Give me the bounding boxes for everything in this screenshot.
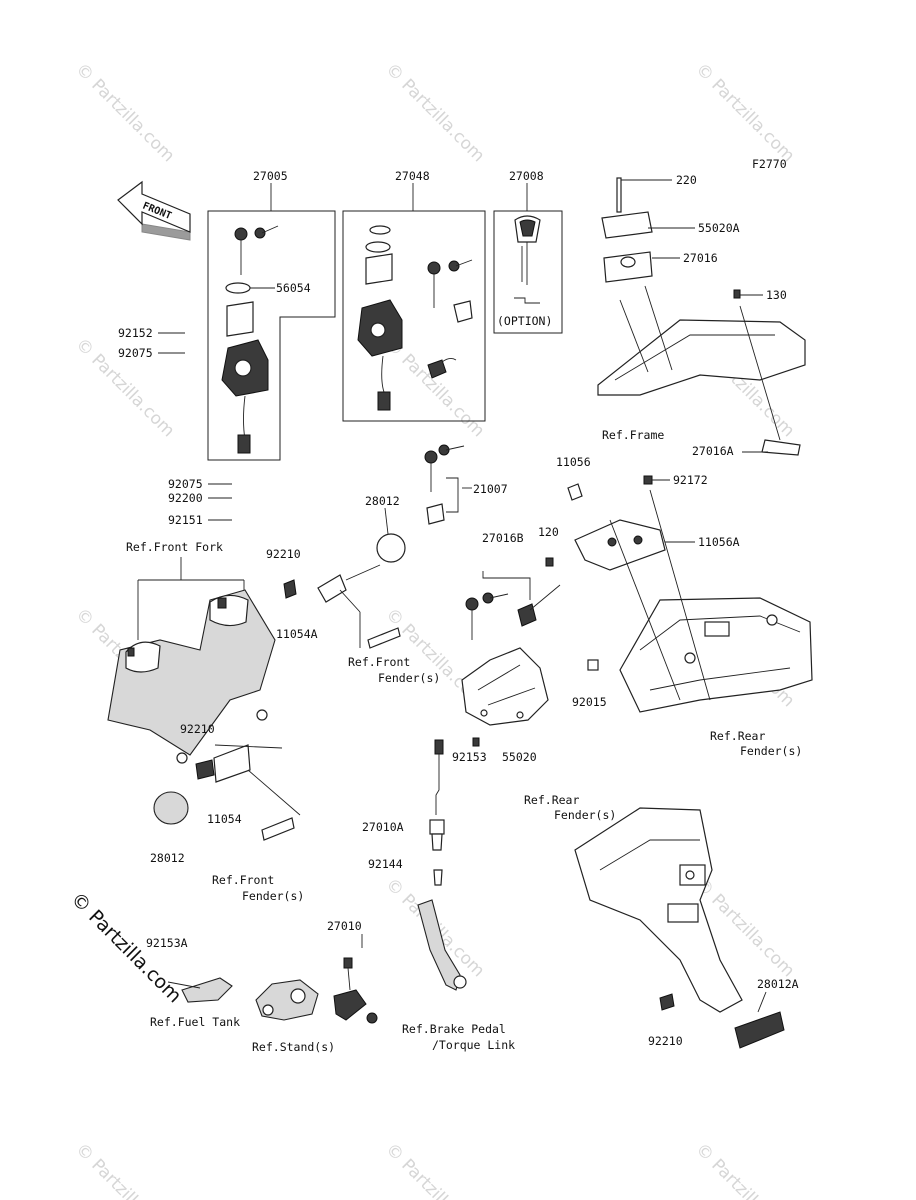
- key-icon: [427, 259, 473, 308]
- ref-label: Ref.Fuel Tank: [150, 1015, 240, 1029]
- ref-label: Ref.Front: [348, 655, 410, 669]
- ref-label: Ref.Stand(s): [252, 1040, 335, 1054]
- triple-clamp-icon: [107, 589, 276, 756]
- frame-assembly: [597, 177, 806, 456]
- part-label: 92075: [118, 346, 153, 360]
- part-label: 21007: [473, 482, 508, 496]
- part-label: 27010A: [362, 820, 404, 834]
- stand-switch: [167, 934, 378, 1024]
- ref-label: Fender(s): [378, 671, 440, 685]
- part-label: 92144: [368, 857, 403, 871]
- key-set: [424, 444, 465, 525]
- part-label: 92200: [168, 491, 203, 505]
- part-label: 11054A: [276, 627, 318, 641]
- rubber-cap-icon: [376, 533, 406, 563]
- ref-label: Ref.Rear: [524, 793, 579, 807]
- part-label: 92075: [168, 477, 203, 491]
- part-label: 28012A: [757, 977, 799, 991]
- steering-lock-parts: [153, 507, 406, 841]
- ref-label: Ref.Frame: [602, 428, 664, 442]
- key-icon: [465, 592, 509, 640]
- rear-fender-icon: [619, 597, 813, 713]
- key-blank: (OPTION): [493, 183, 563, 334]
- part-label: 55020A: [698, 221, 740, 235]
- connector-icon: [237, 434, 251, 454]
- part-label: 56054: [276, 281, 311, 295]
- stand-switch-icon: [333, 989, 367, 1021]
- seat-lock-assembly: [465, 475, 666, 671]
- watermark: © Partzilla.com: [71, 1139, 178, 1200]
- ref-label: Fender(s): [554, 808, 616, 822]
- reflector-icon: [734, 1011, 785, 1049]
- ignition-switch-set: [207, 183, 336, 461]
- watermark: © Partzilla.com: [381, 334, 488, 441]
- front-fork-assembly: [107, 557, 276, 764]
- part-label: 11054: [207, 812, 242, 826]
- seat-cowl-icon: [461, 647, 549, 726]
- lock-cylinder-icon: [226, 301, 254, 337]
- rubber-cap-icon: [153, 791, 189, 825]
- rear-fender-upper: [609, 489, 813, 713]
- part-labels: 27005 27048 27008 56054 92152 92075 9207…: [118, 169, 799, 1048]
- part-label: 27048: [395, 169, 430, 183]
- watermark: © Partzilla.com: [381, 59, 488, 166]
- ref-label: Fender(s): [242, 889, 304, 903]
- ref-label: Ref.Rear: [710, 729, 765, 743]
- part-label: 55020: [502, 750, 537, 764]
- ref-label: Ref.Front: [212, 873, 274, 887]
- watermark: © Partzilla.com: [691, 1139, 798, 1200]
- ref-label: /Torque Link: [432, 1038, 515, 1052]
- rear-fender-lower: [574, 807, 785, 1049]
- part-label: 92015: [572, 695, 607, 709]
- part-label: 27016B: [482, 531, 524, 545]
- leader-lines: [158, 179, 768, 543]
- key-icon: [234, 225, 279, 275]
- part-label: 92153A: [146, 936, 188, 950]
- watermark: © Partzilla.com: [381, 1139, 488, 1200]
- part-label: 27005: [253, 169, 288, 183]
- ignition-switch-set-alt: [342, 183, 486, 422]
- stand-switch-cable: [417, 739, 467, 991]
- ref-label: Ref.Front Fork: [126, 540, 223, 554]
- reference-labels: Ref.Frame Ref.Front Fork Ref.Front Fende…: [126, 428, 802, 1054]
- washer-icon: [225, 282, 251, 294]
- part-label: 92151: [168, 513, 203, 527]
- part-label: 11056A: [698, 535, 740, 549]
- watermark: © Partzilla.com: [691, 59, 798, 166]
- part-label: 27016A: [692, 444, 734, 458]
- part-label: 92210: [266, 547, 301, 561]
- frame-icon: [597, 319, 806, 396]
- ref-label: Fender(s): [740, 744, 802, 758]
- part-label: 28012: [365, 494, 400, 508]
- mounting-bracket-icon: [317, 574, 347, 603]
- part-label: 27008: [509, 169, 544, 183]
- part-label: 130: [766, 288, 787, 302]
- part-label: 92152: [118, 326, 153, 340]
- figure-code: F2770: [752, 157, 787, 171]
- part-label: 120: [538, 525, 559, 539]
- front-arrow-icon: FRONT: [117, 180, 191, 241]
- watermark: © Partzilla.com: [71, 59, 178, 166]
- option-note: (OPTION): [497, 314, 552, 328]
- mudguard-icon: [574, 807, 743, 1013]
- part-label: 11056: [556, 455, 591, 469]
- part-label: 27010: [327, 919, 362, 933]
- part-label: 92153: [452, 750, 487, 764]
- part-label: 28012: [150, 851, 185, 865]
- seat-cowl: [461, 647, 549, 747]
- part-label: 27016: [683, 251, 718, 265]
- part-label: 92210: [180, 722, 215, 736]
- part-label: 220: [676, 173, 697, 187]
- part-label: 92210: [648, 1034, 683, 1048]
- ref-label: Ref.Brake Pedal: [402, 1022, 506, 1036]
- part-label: 92172: [673, 473, 708, 487]
